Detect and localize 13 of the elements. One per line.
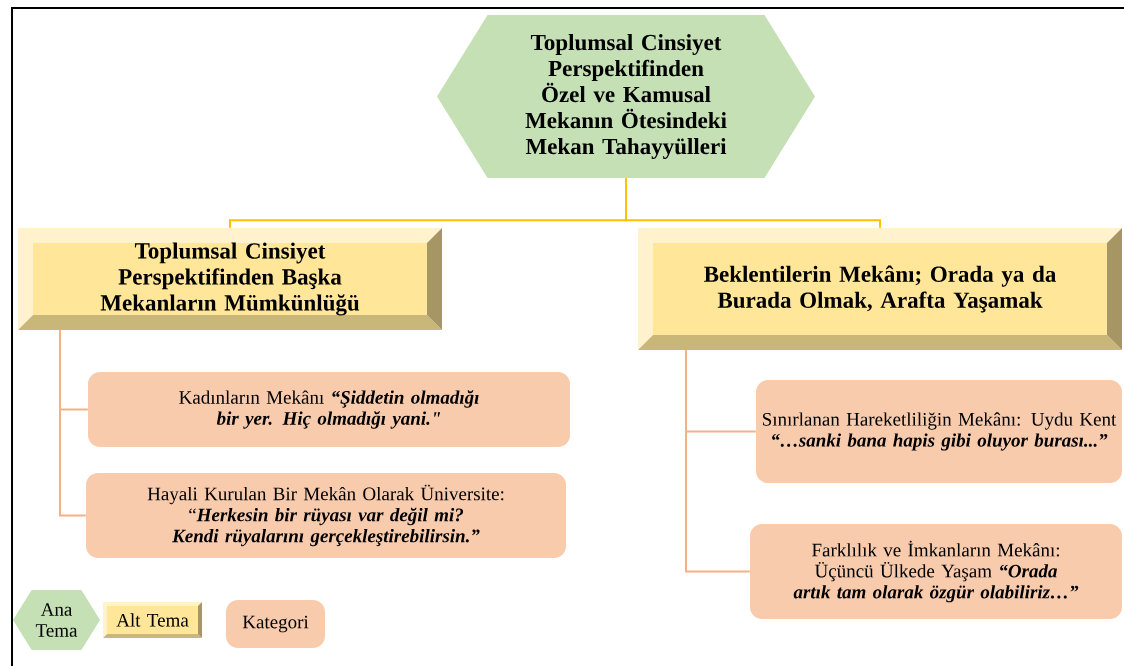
- connector-line: [625, 177, 881, 229]
- rounded-box: Farklılık ve İmkanların Mekânı: Üçüncü Ülkede Yaşam “Orada artık tam olarak özgür olabiliriz…”: [750, 524, 1122, 619]
- connector-line: [685, 349, 751, 573]
- connector-line: [59, 329, 87, 517]
- bevel-box: Beklentilerin Mekânı; Orada ya da Burada Olmak, Arafta Yaşamak: [638, 228, 1122, 350]
- bevel-box: Alt Tema: [103, 602, 202, 638]
- rounded-box: Hayali Kurulan Bir Mekân Olarak Üniversite: “Herkesin bir rüyası var değil mi? Kendi rüyalarını gerçekleştirebilirsin.”: [86, 473, 566, 558]
- rounded-box: Kategori: [226, 600, 325, 648]
- bevel-box: Toplumsal Cinsiyet Perspektifinden Başka Mekanların Mümkünlüğü: [18, 228, 442, 330]
- hexagon-node: Ana Tema: [13, 590, 100, 650]
- hexagon-node: Toplumsal Cinsiyet Perspektifinden Özel ve Kamusal Mekanın Ötesindeki Mekan Tahayyülleri: [437, 15, 815, 178]
- rounded-box: Sınırlanan Hareketliliğin Mekânı: Uydu Kent “…sanki bana hapis gibi oluyor burası...”: [756, 380, 1122, 483]
- rounded-box: Kadınların Mekânı “Şiddetin olmadığı bir yer. Hiç olmadığı yani.": [88, 372, 570, 447]
